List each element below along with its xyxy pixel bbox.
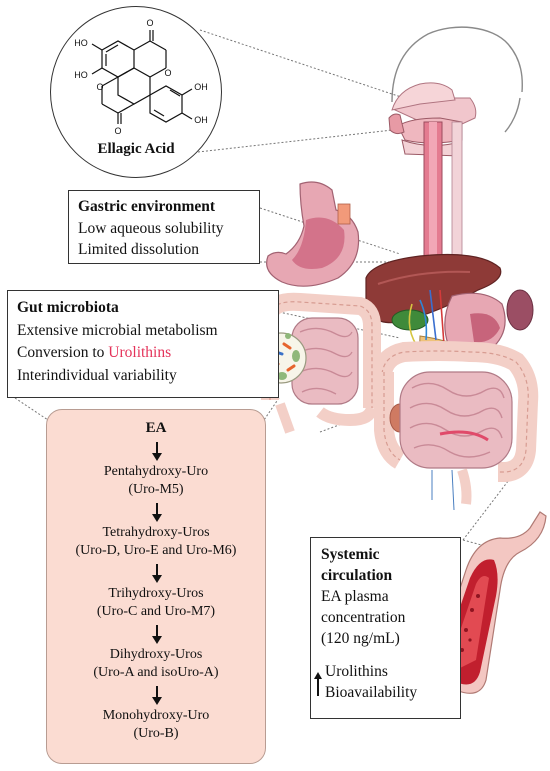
svg-text:O: O xyxy=(164,68,171,78)
down-arrow-icon xyxy=(152,625,162,644)
systemic-title: Systemic xyxy=(321,546,380,563)
down-arrow-icon xyxy=(152,503,162,522)
systemic-line: EA plasma xyxy=(321,588,389,605)
gut-line: Extensive microbial metabolism xyxy=(17,321,218,339)
svg-text:O: O xyxy=(96,82,103,92)
pathway-step-detail: (Uro-D, Uro-E and Uro-M6) xyxy=(75,543,237,558)
urolithin-pathway-box: EA Pentahydroxy-Uro (Uro-M5) Tetrahydrox… xyxy=(46,409,266,764)
pathway-step-name: Dihydroxy-Uros xyxy=(109,647,203,662)
systemic-line: (120 ng/mL) xyxy=(321,630,400,647)
pathway-step-name: Trihydroxy-Uros xyxy=(108,586,204,601)
pathway-step-detail: (Uro-B) xyxy=(133,726,179,741)
pathway-step-name: Tetrahydroxy-Uros xyxy=(102,525,210,540)
pathway-step-detail: (Uro-C and Uro-M7) xyxy=(96,604,216,619)
ellagic-acid-molecule-icon: O O O O HO HO OH OH xyxy=(74,18,208,136)
systemic-increase-line: Urolithins xyxy=(325,663,388,680)
down-arrow-icon xyxy=(152,442,162,461)
svg-text:OH: OH xyxy=(194,115,208,125)
svg-text:HO: HO xyxy=(74,70,88,80)
systemic-increase-line: Bioavailability xyxy=(325,684,418,701)
up-arrow-icon xyxy=(314,672,322,696)
ellagic-acid-structure: O O O O HO HO OH OH Ellagic Acid xyxy=(50,6,222,178)
gastric-line: Limited dissolution xyxy=(78,241,199,258)
svg-text:O: O xyxy=(146,18,153,28)
gut-line-conversion: Conversion to Urolithins xyxy=(17,342,278,365)
gastric-line: Low aqueous solubility xyxy=(78,219,224,237)
pathway-step-name: Monohydroxy-Uro xyxy=(102,708,210,723)
small-intestine xyxy=(399,371,513,511)
gut-line: Interindividual variability xyxy=(17,366,177,384)
pathway-step-name: Pentahydroxy-Uro xyxy=(103,464,209,479)
gut-microbiota-box: Gut microbiota Extensive microbial metab… xyxy=(7,290,279,398)
gut-title: Gut microbiota xyxy=(17,299,119,316)
pathway-step-detail: (Uro-A and isoUro-A) xyxy=(93,665,219,680)
gut-conversion-prefix: Conversion to xyxy=(17,344,109,361)
esophagus xyxy=(423,121,463,273)
systemic-title: circulation xyxy=(321,567,393,584)
svg-text:O: O xyxy=(114,126,121,136)
svg-text:HO: HO xyxy=(74,38,88,48)
down-arrow-icon xyxy=(152,564,162,583)
ellagic-acid-label: Ellagic Acid xyxy=(97,141,175,157)
svg-text:OH: OH xyxy=(194,82,208,92)
systemic-circulation-box: Systemic circulation EA plasma concentra… xyxy=(310,537,461,719)
gastric-environment-box: Gastric environment Low aqueous solubili… xyxy=(68,190,260,264)
pathway-start: EA xyxy=(145,420,167,436)
pathway-step-detail: (Uro-M5) xyxy=(128,482,184,497)
stomach xyxy=(266,181,360,287)
down-arrow-icon xyxy=(152,686,162,705)
gastric-title: Gastric environment xyxy=(78,198,216,215)
colon-zoom xyxy=(255,292,381,434)
urolithins-highlight: Urolithins xyxy=(108,344,172,361)
systemic-line: concentration xyxy=(321,609,406,626)
